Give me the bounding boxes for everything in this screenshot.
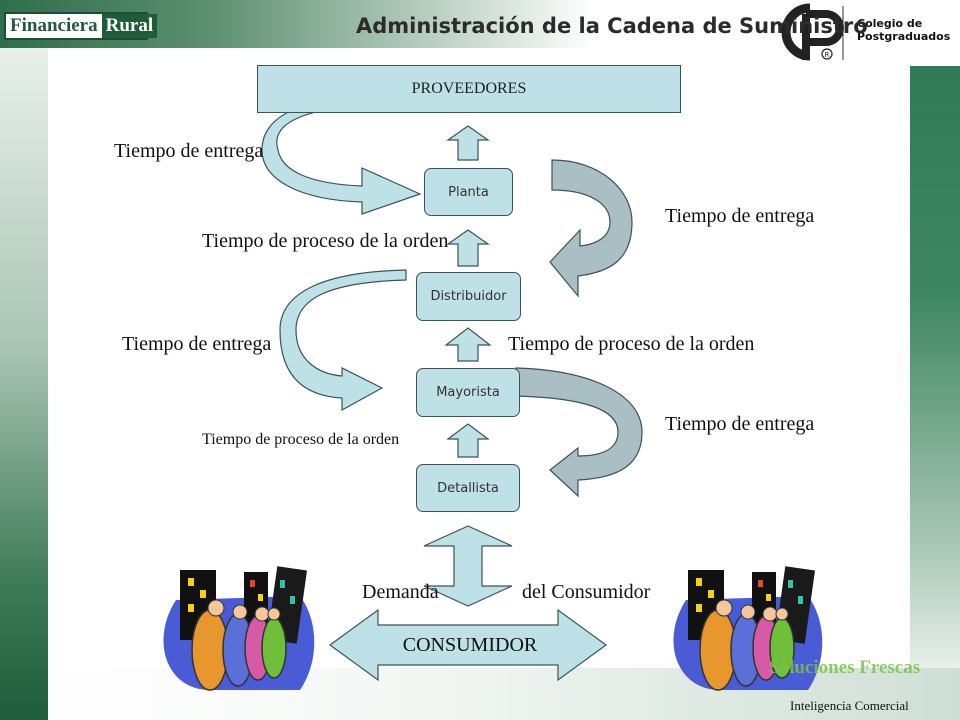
curve-arrow-left-2 (279, 269, 407, 412)
node-proveedores: PROVEEDORES (257, 65, 681, 113)
footer-tagline: Inteligencia Comercial (790, 698, 909, 713)
svg-text:R: R (825, 51, 830, 59)
logo-text-part2: Rural (101, 14, 158, 38)
arrow-up-detallista-mayorista (446, 423, 490, 458)
label-tiempo-proceso-3: Tiempo de proceso de la orden (202, 431, 400, 448)
cp-logo-icon: R (770, 0, 960, 66)
city-crowd-illustration-right (673, 566, 823, 691)
page-title: Administración de la Cadena de Suministr… (356, 14, 868, 38)
consumidor-arrow (328, 608, 608, 682)
label-tiempo-proceso-2: Tiempo de proceso de la orden (508, 333, 755, 355)
node-distribuidor: Distribuidor (416, 272, 521, 321)
arrow-up-distribuidor-planta (446, 229, 490, 267)
arrow-up-planta-proveedores (446, 125, 490, 161)
label-tiempo-entrega-3: Tiempo de entrega (122, 333, 272, 355)
label-del-consumidor: del Consumidor (522, 581, 651, 603)
node-mayorista: Mayorista (416, 368, 520, 417)
label-tiempo-proceso-1: Tiempo de proceso de la orden (202, 230, 449, 252)
label-tiempo-entrega-1: Tiempo de entrega (114, 140, 264, 162)
cp-institution-name: Colegio de Postgraduados (857, 17, 951, 43)
label-tiempo-entrega-4: Tiempo de entrega (665, 413, 815, 435)
node-consumidor: CONSUMIDOR (402, 634, 538, 656)
arrow-up-mayorista-distribuidor (444, 327, 492, 362)
node-planta: Planta (424, 168, 513, 216)
footer-brand: Soluciones Frescas (769, 657, 921, 678)
financiera-rural-logo: Financiera Rural (4, 12, 158, 40)
node-detallista: Detallista (416, 464, 520, 512)
label-demanda: Demanda (362, 581, 439, 603)
left-decoration-bar (0, 48, 48, 720)
curve-arrow-right-2 (515, 367, 643, 498)
curve-arrow-right-1 (549, 159, 633, 298)
curve-arrow-left-1 (261, 91, 422, 215)
logo-text-part1: Financiera (10, 15, 98, 36)
right-decoration-bar (910, 48, 960, 668)
double-arrow-demanda (423, 525, 513, 607)
label-tiempo-entrega-2: Tiempo de entrega (665, 205, 815, 227)
city-crowd-illustration-left (163, 566, 315, 691)
